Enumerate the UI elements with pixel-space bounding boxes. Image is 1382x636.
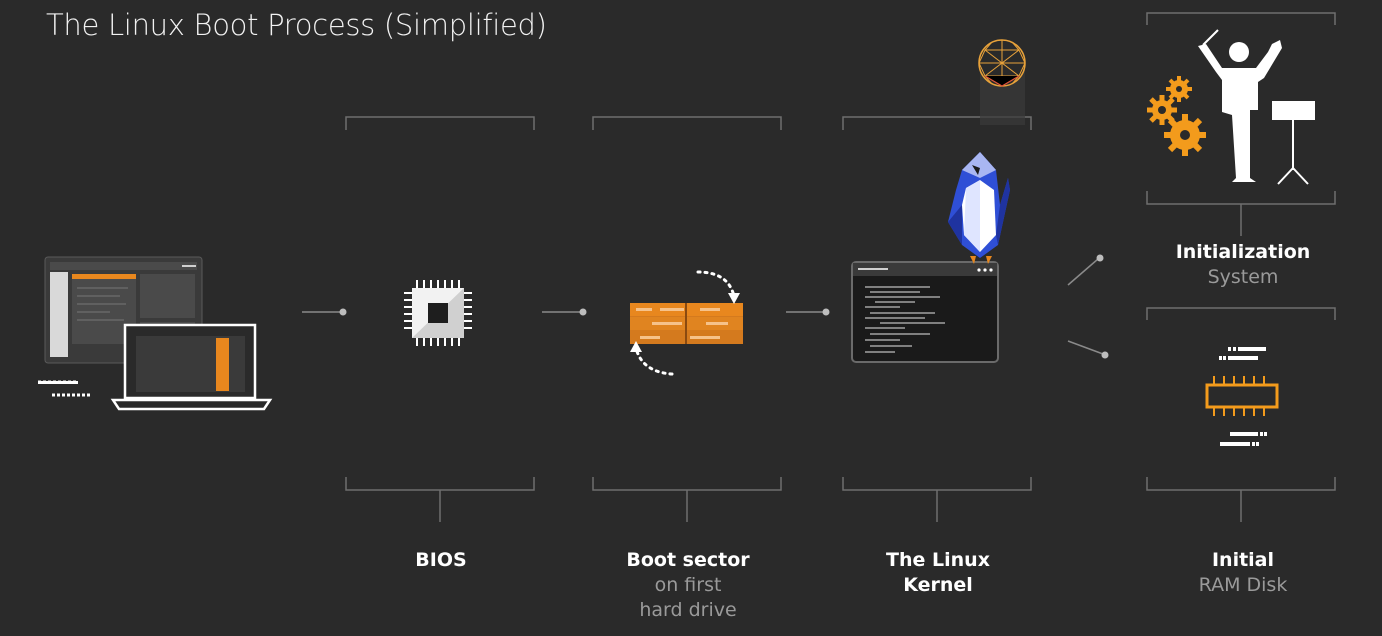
terminal-window-icon bbox=[851, 261, 999, 363]
gear-icon bbox=[1164, 114, 1206, 156]
brackets bbox=[345, 12, 1336, 522]
connector-line bbox=[1067, 258, 1099, 286]
penguin-icon bbox=[948, 152, 1010, 264]
page-title: The Linux Boot Process (Simplified) bbox=[46, 8, 547, 42]
bracket-top bbox=[592, 116, 782, 130]
stage-init-system-sub: System bbox=[1207, 266, 1279, 288]
bracket-top bbox=[345, 116, 535, 130]
gear-icon bbox=[1166, 76, 1192, 102]
bracket-top bbox=[842, 116, 1032, 130]
laptop-monitor-icon bbox=[38, 256, 273, 411]
stage-init-system-title: Initialization bbox=[1175, 241, 1311, 263]
stage-initrd-sub: RAM Disk bbox=[1198, 574, 1288, 596]
connector-dot bbox=[1096, 254, 1104, 262]
bracket-top bbox=[1146, 12, 1336, 25]
connectors bbox=[302, 254, 1109, 359]
stage-initrd-title: Initial bbox=[1211, 549, 1275, 571]
connector-line bbox=[1067, 340, 1104, 355]
bracket-bottom bbox=[1146, 191, 1336, 236]
stage-bios-title: BIOS bbox=[415, 549, 467, 571]
cpu-chip-icon bbox=[404, 280, 472, 346]
stage-boot-sector-sub1: on first bbox=[654, 574, 722, 596]
bracket-top bbox=[1146, 307, 1336, 320]
stage-boot-sector-title: Boot sector bbox=[626, 549, 750, 571]
bracket-bottom bbox=[842, 477, 1032, 522]
disk-boot-sector-icon bbox=[630, 270, 743, 376]
stage-label-bios: BIOS bbox=[390, 548, 492, 573]
geodesic-sphere-icon bbox=[978, 39, 1026, 125]
ram-chip-icon bbox=[1205, 347, 1279, 446]
bracket-bottom bbox=[592, 477, 782, 522]
stage-label-initrd: Initial RAM Disk bbox=[1178, 548, 1308, 598]
bracket-bottom bbox=[345, 477, 535, 522]
bracket-bottom bbox=[1146, 477, 1336, 522]
stage-label-init-system: Initialization System bbox=[1168, 240, 1318, 290]
gear-icon bbox=[1147, 95, 1177, 125]
stage-label-kernel: The Linux Kernel bbox=[878, 548, 998, 598]
connector-dot bbox=[579, 308, 587, 316]
stage-kernel-title-2: Kernel bbox=[903, 574, 973, 596]
stage-boot-sector-sub2: hard drive bbox=[639, 599, 737, 621]
stage-label-boot-sector: Boot sector on first hard drive bbox=[618, 548, 758, 623]
connector-dot bbox=[822, 308, 830, 316]
connector-dot bbox=[1101, 351, 1109, 359]
connector-dot bbox=[339, 308, 347, 316]
stage-kernel-title: The Linux bbox=[886, 549, 990, 571]
conductor-gears-icon bbox=[1147, 29, 1315, 185]
